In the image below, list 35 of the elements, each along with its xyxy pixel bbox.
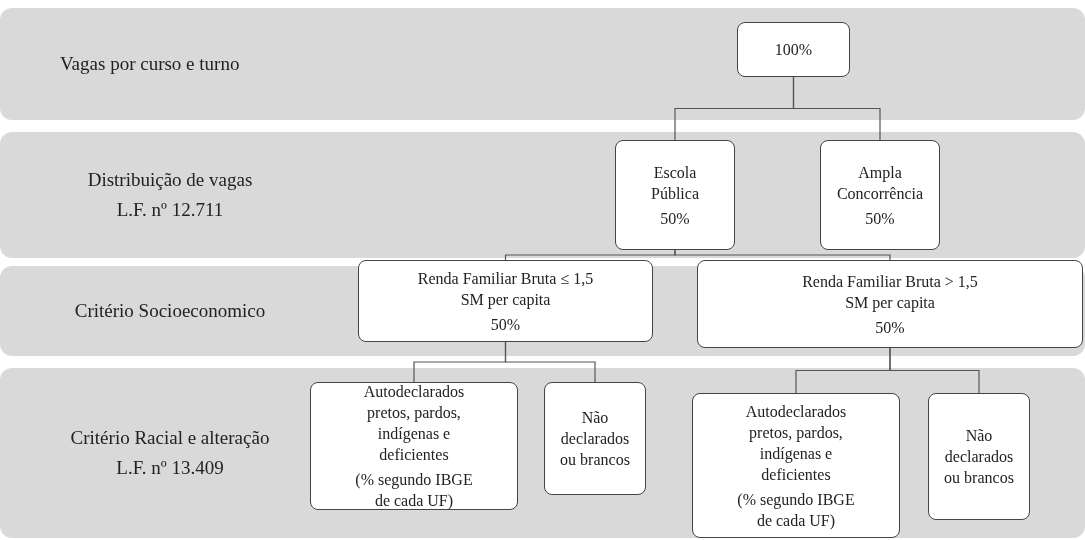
box-note: 50% [865,208,895,229]
connector-line [889,347,980,394]
connector-line [504,341,596,383]
box-note: 50% [875,317,905,338]
box-note: 50% [490,314,521,335]
connector-line [674,249,891,261]
category-box [928,393,1030,520]
box-label: 100% [774,40,813,60]
category-box [737,22,850,77]
category-box [544,382,646,495]
box-label: Renda Familiar Bruta ≤ 1,5 SM per capita [416,268,595,310]
connector-line [792,76,881,141]
box-note: 50% [660,208,690,229]
box-label: Não declarados ou brancos [943,426,1015,488]
box-label: Escola Pública [650,162,700,204]
box-note: (% segundo IBGE de cada UF) [354,470,474,511]
box-label: Não declarados ou brancos [559,408,631,470]
category-box [615,140,735,250]
box-label: Ampla Concorrência [835,162,925,204]
row-band [0,368,1085,538]
box-label: Autodeclarados pretos, pardos, indígenas e deficientes [362,382,466,465]
category-box [358,260,653,342]
row-band [0,8,1085,120]
category-box [310,382,518,510]
category-box [697,260,1083,348]
box-label: Autodeclarados pretos, pardos, indígenas e deficientes [744,401,848,485]
box-note: (% segundo IBGE de cada UF) [736,489,856,531]
row-heading: Vagas por curso e turno [60,52,241,76]
box-label: Renda Familiar Bruta > 1,5 SM per capita [801,271,979,313]
row-heading: Critério Racial e alteração L.F. nº 13.409 [69,426,271,480]
category-box [692,393,900,538]
category-box [820,140,940,250]
row-band [0,132,1085,258]
row-heading: Distribuição de vagas L.F. nº 12.711 [86,168,254,222]
row-heading: Critério Socioeconomico [73,299,267,323]
